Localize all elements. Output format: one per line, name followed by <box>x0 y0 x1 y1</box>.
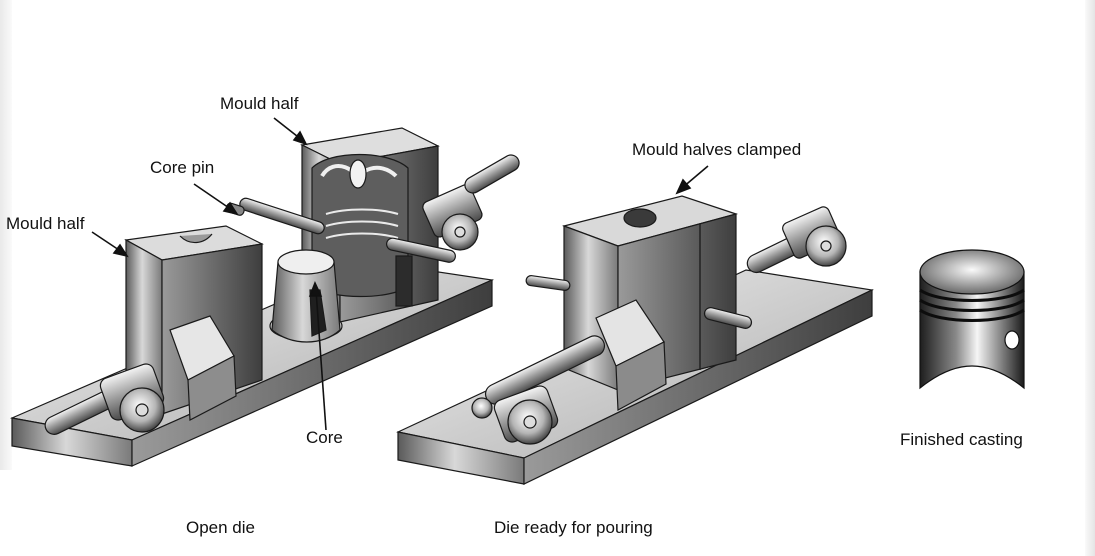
die-ready-assembly <box>396 195 874 485</box>
piston-ring-3 <box>919 308 1025 322</box>
label-finished-casting: Finished casting <box>900 430 1023 449</box>
label-core-pin: Core pin <box>150 158 215 177</box>
arrowhead-mould-halves-clamped <box>675 178 692 195</box>
piston-ring-2 <box>919 298 1025 312</box>
left-mould-top-notch <box>179 233 213 244</box>
piston-pin-boss <box>1004 330 1020 350</box>
arrowhead-mould-half-left <box>112 243 129 258</box>
arrowhead-core <box>308 280 323 297</box>
ready-ramp-face <box>615 341 667 411</box>
right-handle-rod <box>464 154 520 194</box>
page-edge-left <box>0 0 12 470</box>
ready-left-pin <box>525 275 571 291</box>
ready-left-knob <box>471 397 493 419</box>
ready-lower-pin <box>703 307 753 329</box>
arrowhead-core-pin <box>222 201 239 216</box>
right-handle-wheel-hub <box>454 226 466 238</box>
cavity-teeth <box>395 255 413 307</box>
ready-left-wheel-hub <box>523 415 537 429</box>
caption-die-ready: Die ready for pouring <box>494 518 653 537</box>
arrowhead-mould-half-top <box>292 130 308 146</box>
pouring-hole <box>623 208 657 228</box>
arrow-core <box>315 289 327 431</box>
left-handle-wheel-hub <box>135 403 149 417</box>
ready-base-side <box>523 289 873 485</box>
piston-ring-1 <box>919 288 1025 302</box>
label-mould-half-top: Mould half <box>220 94 299 113</box>
leader-arrows <box>91 117 709 431</box>
cavity-ring-grooves <box>325 208 399 239</box>
arrow-core-pin <box>193 183 233 211</box>
side-pin <box>386 237 456 263</box>
open-die-base-side <box>131 279 493 467</box>
cavity-top-hole <box>349 159 367 189</box>
open-die-assembly <box>9 127 520 467</box>
piston-body <box>919 271 1025 390</box>
ready-right-wheel-hub <box>820 240 832 252</box>
piston-crown <box>919 249 1025 295</box>
caption-open-die: Open die <box>186 518 255 537</box>
finished-casting-piston <box>919 249 1025 390</box>
label-mould-halves-clamped: Mould halves clamped <box>632 140 802 159</box>
core-top <box>277 249 335 275</box>
core-pin-rod <box>239 197 325 235</box>
page-edge-right <box>1085 0 1095 556</box>
left-ramp-face <box>187 355 237 421</box>
label-core: Core <box>306 428 343 447</box>
label-mould-half-left: Mould half <box>6 214 85 233</box>
